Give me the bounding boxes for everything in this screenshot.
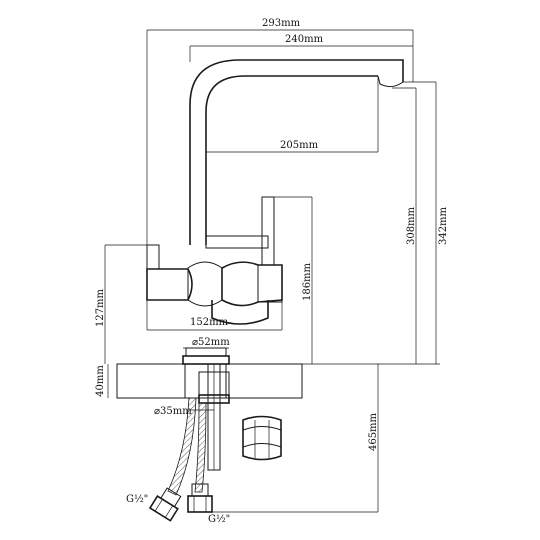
countertop-right-section — [225, 363, 303, 399]
left-hose-connector — [148, 487, 182, 522]
left-braided-hose — [167, 397, 197, 496]
label-40: 40mm — [95, 365, 106, 397]
left-cartridge — [187, 261, 223, 307]
right-handle-body — [221, 261, 283, 307]
spout-outer-edge — [189, 59, 404, 245]
left-lever — [146, 244, 160, 270]
label-127: 127mm — [95, 288, 106, 327]
countertop-left-section — [116, 363, 186, 399]
label-35: ⌀35mm — [154, 406, 192, 417]
label-186: 186mm — [302, 262, 313, 301]
body-collar — [205, 235, 269, 249]
base-flange-ring — [185, 347, 227, 357]
right-lever — [261, 196, 275, 266]
label-240: 240mm — [285, 34, 324, 45]
aerator — [377, 75, 404, 88]
mounting-clip — [242, 415, 282, 461]
label-205: 205mm — [280, 140, 319, 151]
label-342: 342mm — [438, 206, 449, 245]
countertop — [116, 363, 303, 399]
dimension-lines — [104, 29, 440, 513]
label-152: 152mm — [190, 317, 229, 328]
label-465: 465mm — [368, 412, 379, 451]
label-thread-left: G½" — [126, 494, 148, 505]
lower-body — [211, 300, 269, 325]
label-52: ⌀52mm — [192, 337, 230, 348]
left-handle-body — [146, 268, 193, 301]
label-308: 308mm — [406, 206, 417, 245]
fixing-nut — [198, 394, 230, 404]
dimension-labels: 293mm 240mm 205mm 342mm 308mm 186mm 127m… — [95, 18, 449, 525]
under-counter-assembly — [148, 363, 282, 522]
clamp-plate — [198, 371, 230, 399]
label-thread-right: G½" — [208, 514, 230, 525]
faucet-body — [146, 59, 404, 365]
label-293: 293mm — [262, 18, 301, 29]
right-braided-hose — [194, 402, 207, 493]
right-hose-connector — [187, 483, 213, 513]
base-flange — [182, 355, 230, 365]
right-handle-cap — [257, 264, 283, 303]
spout-inner-edge — [205, 75, 378, 245]
